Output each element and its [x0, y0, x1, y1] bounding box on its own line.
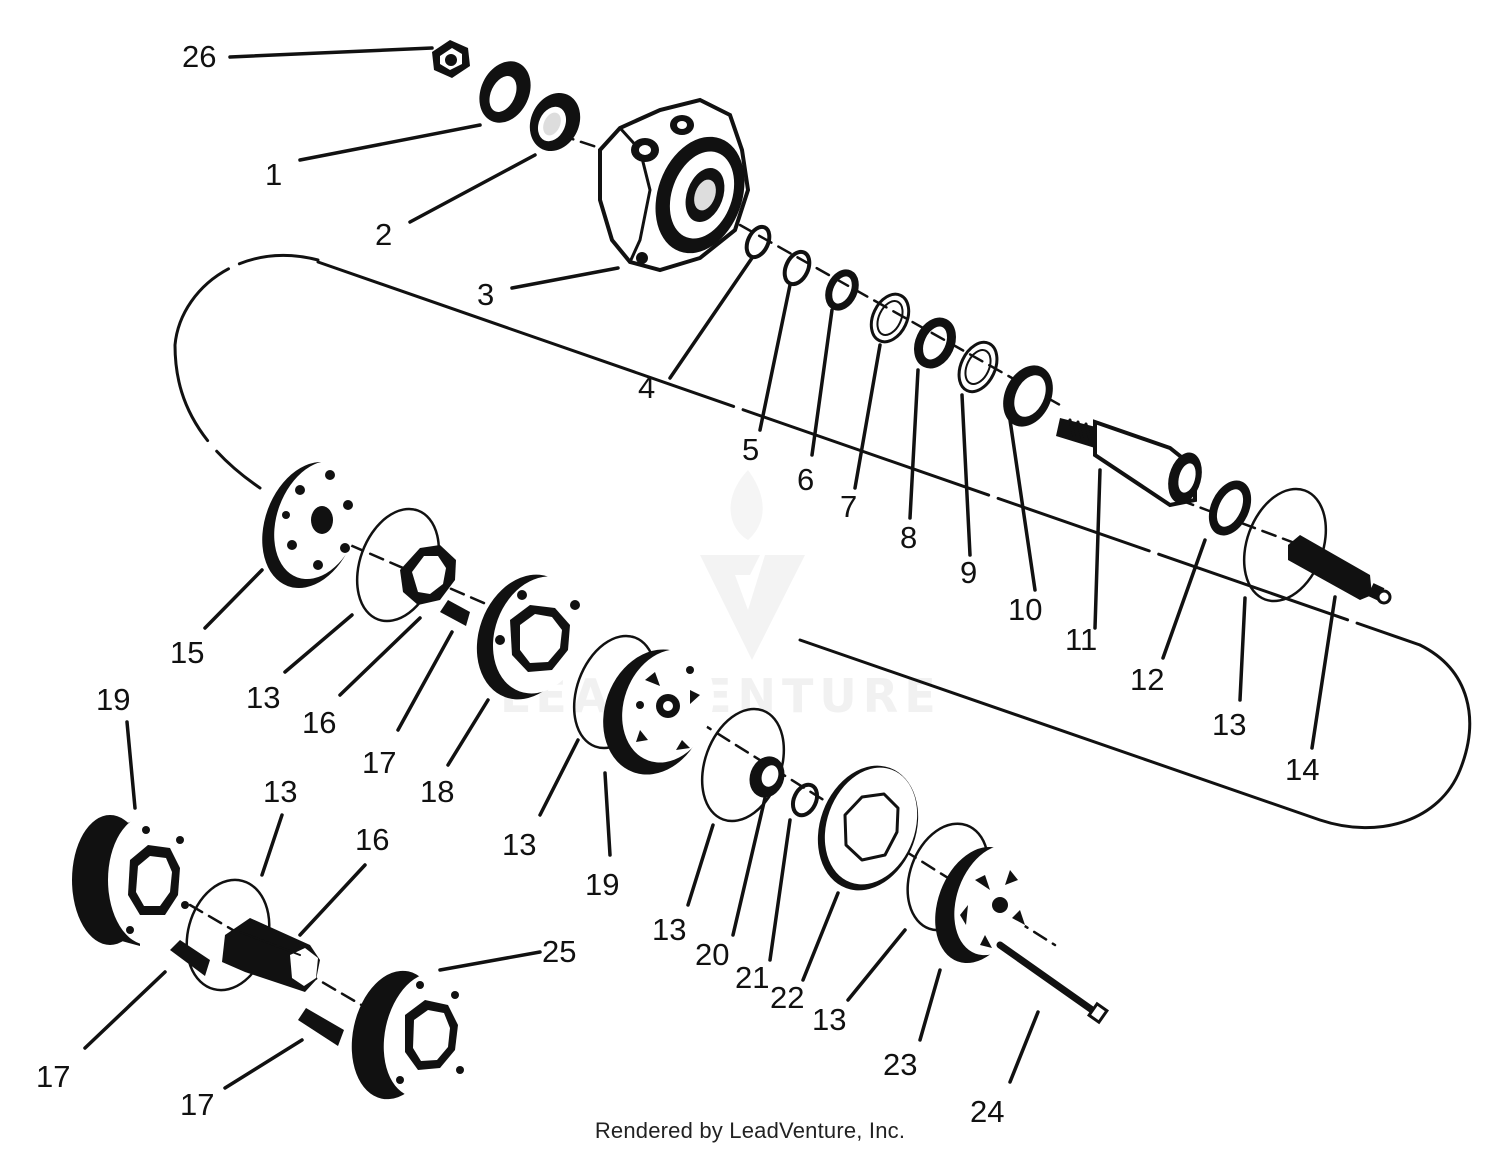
part-10-bushing: [1003, 365, 1053, 427]
part-16-star-drive: [400, 545, 456, 605]
part-15-port-plate: [262, 460, 362, 588]
part-22-wear-plate: [817, 765, 919, 891]
part-19-manifold-mid: [603, 649, 714, 775]
part-1-seal: [479, 61, 531, 123]
callout-16-lower: 16: [355, 822, 389, 857]
part-9-washer: [957, 340, 999, 394]
callout-20: 20: [695, 937, 729, 972]
part-11-shaft: [1056, 418, 1202, 508]
part-17-pin-lower-b: [298, 1008, 344, 1046]
callout-10: 10: [1008, 592, 1042, 627]
callout-13-end: 13: [812, 1002, 846, 1037]
callout-1: 1: [265, 157, 282, 192]
callout-13-lower: 13: [652, 912, 686, 947]
part-2-bearing: [529, 92, 581, 152]
leader-lines: [83, 46, 1337, 1090]
part-17-pin-upper: [440, 600, 470, 626]
part-24-bolt: [996, 941, 1110, 1025]
callout-13-right: 13: [1212, 707, 1246, 742]
callout-17-lower-a: 17: [36, 1059, 70, 1094]
part-18-gerotor: [476, 574, 588, 700]
callout-17-upper: 17: [362, 745, 396, 780]
part-19-manifold-lower: [72, 815, 189, 946]
callout-6: 6: [797, 462, 814, 497]
part-7-washer: [869, 292, 911, 344]
callout-26: 26: [182, 39, 216, 74]
part-25-rotor: [351, 970, 467, 1100]
callout-19-lower: 19: [96, 682, 130, 717]
callout-22: 22: [770, 980, 804, 1015]
part-16-star-drive-large: [222, 918, 320, 992]
callout-13-mid: 13: [502, 827, 536, 862]
leadventure-watermark: LEADVENTURE: [500, 470, 942, 723]
part-17-pin-lower-a: [170, 940, 210, 976]
callout-15: 15: [170, 635, 204, 670]
callout-2: 2: [375, 217, 392, 252]
callout-18: 18: [420, 774, 454, 809]
callout-13-left: 13: [246, 680, 280, 715]
part-6-ring: [825, 269, 859, 311]
callout-7: 7: [840, 489, 857, 524]
part-3-housing: [598, 97, 751, 273]
callout-5: 5: [742, 432, 759, 467]
part-5-oring: [782, 249, 812, 287]
callout-25: 25: [542, 934, 576, 969]
callout-23: 23: [883, 1047, 917, 1082]
callout-13-lower-left: 13: [263, 774, 297, 809]
part-8-ring: [914, 317, 956, 369]
callout-12: 12: [1130, 662, 1164, 697]
assembly-loop: [173, 254, 1472, 830]
callout-4: 4: [638, 370, 655, 405]
part-14-drive-shaft: [1288, 535, 1392, 605]
render-credit: Rendered by LeadVenture, Inc.: [594, 1118, 906, 1143]
callout-labels: 26 1 2 3 4 5 6 7 8 9 10 11 12 13 14 15 1…: [36, 39, 1319, 1129]
watermark-text: LEADVENTURE: [500, 669, 942, 723]
callout-8: 8: [900, 520, 917, 555]
callout-24: 24: [970, 1094, 1004, 1129]
callout-14: 14: [1285, 752, 1319, 787]
callout-19-mid: 19: [585, 867, 619, 902]
callout-3: 3: [477, 277, 494, 312]
callout-9: 9: [960, 555, 977, 590]
part-20-bearing: [749, 756, 785, 798]
callout-16-upper: 16: [302, 705, 336, 740]
callout-17-lower-b: 17: [180, 1087, 214, 1122]
part-12-bearing: [1208, 480, 1252, 536]
callout-11: 11: [1065, 622, 1097, 657]
part-21-oring: [790, 782, 820, 818]
callout-21: 21: [735, 960, 769, 995]
part-23-end-cap: [935, 844, 1036, 964]
part-26-nut: [432, 40, 470, 78]
